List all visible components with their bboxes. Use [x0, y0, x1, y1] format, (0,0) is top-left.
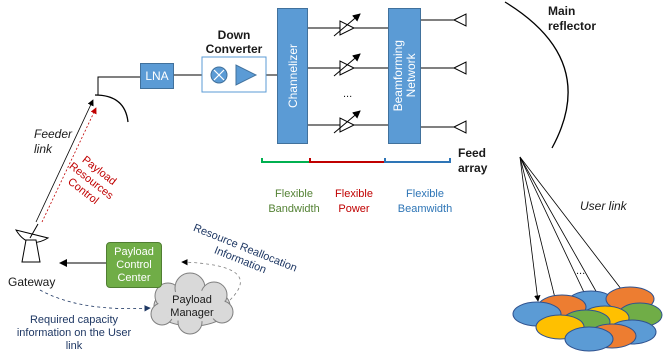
required-capacity-label: Required capacity information on the Use…	[16, 314, 132, 352]
beam-ellipse	[564, 326, 614, 352]
main-reflector-label: Main reflector	[548, 4, 597, 33]
lna-box: LNA	[140, 63, 174, 89]
feeder-link-arrow	[35, 99, 94, 223]
beam-footprints	[512, 286, 663, 352]
flexible-beamwidth-label: Flexible Beamwidth	[397, 188, 453, 215]
feeder-to-lna-line	[97, 76, 140, 95]
feeder-reflector-arc	[94, 94, 129, 123]
gateway-label: Gateway	[8, 275, 56, 289]
power-bracket	[309, 158, 386, 163]
channelizer-box: Channelizer	[277, 8, 308, 144]
paths-ellipsis: ...	[343, 88, 353, 100]
payload-manager-cloud	[150, 272, 234, 335]
attenuator-icons	[333, 13, 361, 134]
pcc-label-line2: Control	[116, 258, 152, 271]
payload-control-center-box: Payload Control Center	[106, 242, 162, 288]
channelizer-label: Channelizer	[285, 43, 300, 109]
flexible-power-label: Flexible Power	[335, 188, 373, 215]
pcc-label-line3: Center	[117, 271, 151, 284]
rays-ellipsis: ...	[576, 265, 586, 277]
lna-label: LNA	[145, 69, 169, 83]
payload-resources-control-arrow	[41, 107, 97, 223]
payload-manager-label: Payload Manager	[170, 294, 214, 319]
beamforming-label-line1: Beamforming	[390, 40, 405, 112]
gateway-to-manager-dashed-arrow	[39, 289, 151, 312]
feed-array-label: Feed array	[458, 146, 488, 175]
main-reflector-arc	[504, 1, 569, 149]
bandwidth-bracket	[261, 158, 311, 163]
pcc-label-line1: Payload	[114, 245, 154, 258]
gateway-antenna-icon	[14, 223, 50, 263]
user-link-label: User link	[580, 199, 627, 213]
amplifier-icon	[235, 64, 258, 86]
flexible-bandwidth-label: Flexible Bandwidth	[268, 188, 320, 215]
beamforming-network-box: Beamforming Network	[388, 8, 421, 144]
manager-to-pcc-dashed-arrow	[181, 259, 241, 301]
signal-paths	[306, 19, 454, 128]
feeder-link-label: Feeder link	[34, 127, 73, 156]
feed-horn-icons	[452, 13, 467, 134]
beamwidth-bracket	[384, 158, 451, 163]
beamforming-label-line2: Network	[403, 54, 418, 99]
down-converter-label: Down Converter	[205, 28, 263, 56]
